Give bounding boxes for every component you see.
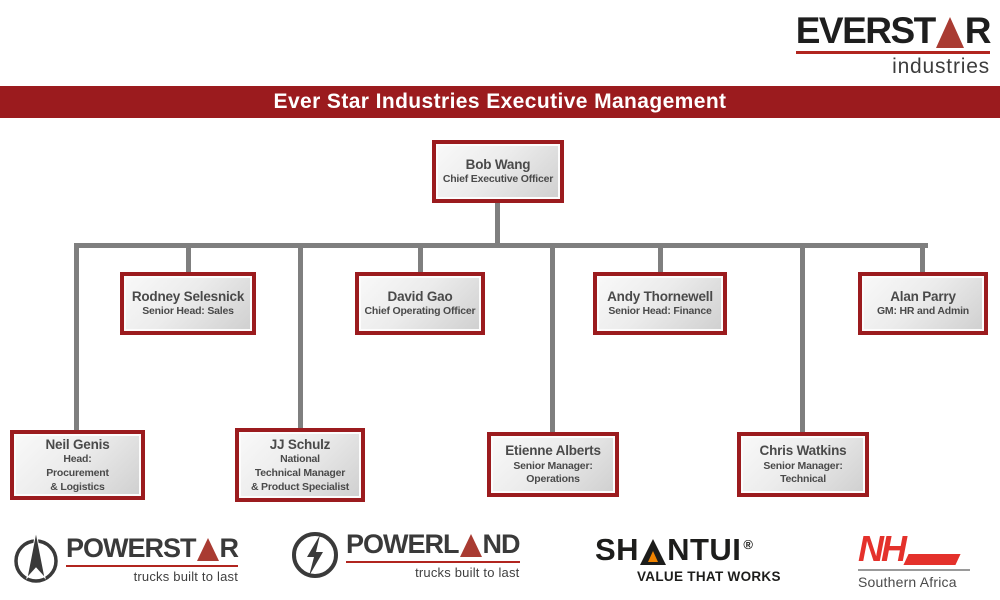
org-node-jj-schulz: JJ Schulz National Technical Manager & P… xyxy=(235,428,365,502)
nhl-divider xyxy=(858,569,970,571)
everstar-logo: EVERST R industries xyxy=(795,10,992,79)
nhl-bar-icon xyxy=(903,554,961,565)
powerland-emblem-icon xyxy=(292,532,338,578)
person-name: Bob Wang xyxy=(465,156,531,172)
person-name: Neil Genis xyxy=(45,436,110,452)
person-title: GM: HR and Admin xyxy=(876,305,970,318)
person-name: Etienne Alberts xyxy=(505,443,601,459)
shantui-word-post: NTUI xyxy=(667,532,742,567)
connector-ceo-riser xyxy=(495,203,500,243)
page-title: Ever Star Industries Executive Managemen… xyxy=(273,90,727,113)
powerland-tagline: trucks built to last xyxy=(415,564,520,580)
triangle-a-icon xyxy=(196,537,219,561)
connector-drop-david xyxy=(418,248,423,272)
person-title: Head: Procurement & Logistics xyxy=(46,453,109,493)
shantui-triangle-a-icon xyxy=(640,539,667,565)
powerstar-emblem-icon xyxy=(14,531,58,583)
connector-drop-etienne xyxy=(550,248,555,432)
org-node-andy-thornewell: Andy Thornewell Senior Head: Finance xyxy=(593,272,727,335)
everstar-word-pre: EVERST xyxy=(795,10,937,51)
connector-drop-neil xyxy=(74,248,79,430)
everstar-subtitle: industries xyxy=(892,55,990,78)
person-name: David Gao xyxy=(387,288,453,304)
person-name: JJ Schulz xyxy=(269,436,331,452)
everstar-word-post: R xyxy=(964,10,992,51)
connector-drop-chris xyxy=(800,248,805,432)
person-name: Andy Thornewell xyxy=(607,288,713,304)
org-node-neil-genis: Neil Genis Head: Procurement & Logistics xyxy=(10,430,145,500)
connector-drop-alan xyxy=(920,248,925,272)
org-node-alan-parry: Alan Parry GM: HR and Admin xyxy=(858,272,988,335)
org-node-ceo: Bob Wang Chief Executive Officer xyxy=(432,140,564,203)
person-title: Senior Manager: Technical xyxy=(763,459,843,486)
connector-drop-andy xyxy=(658,248,663,272)
title-banner: Ever Star Industries Executive Managemen… xyxy=(0,86,1000,118)
person-name: Alan Parry xyxy=(890,288,956,304)
powerstar-tagline: trucks built to last xyxy=(133,568,239,584)
connector-horizontal-bar xyxy=(74,243,928,248)
nhl-logo: NH Southern Africa xyxy=(858,528,970,590)
triangle-a-icon xyxy=(935,17,964,48)
nhl-letters: NH xyxy=(858,527,907,569)
shantui-tagline: VALUE THAT WORKS xyxy=(637,569,781,584)
person-title: Senior Manager: Operations xyxy=(513,459,593,486)
triangle-a-icon xyxy=(459,533,482,557)
powerland-word-post: ND xyxy=(482,528,521,559)
person-title: Chief Executive Officer xyxy=(442,173,554,186)
powerland-logo: POWERL ND trucks built to last xyxy=(290,528,521,582)
powerland-underline xyxy=(346,560,520,563)
everstar-wordmark: EVERST R xyxy=(795,10,992,54)
shantui-word-pre: SH xyxy=(595,532,640,567)
powerland-word-pre: POWERL xyxy=(346,528,459,559)
shantui-logo: SH NTUI ® VALUE THAT WORKS xyxy=(595,534,781,584)
connector-drop-jj xyxy=(298,248,303,428)
shantui-orange-triangle-icon xyxy=(648,551,659,562)
person-name: Rodney Selesnick xyxy=(131,288,245,304)
person-title: National Technical Manager & Product Spe… xyxy=(250,453,350,493)
org-node-etienne-alberts: Etienne Alberts Senior Manager: Operatio… xyxy=(487,432,619,497)
person-title: Senior Head: Sales xyxy=(142,305,234,318)
powerstar-logo: POWERST R trucks built to last xyxy=(12,528,239,590)
person-title: Chief Operating Officer xyxy=(364,305,476,318)
powerstar-word-pre: POWERST xyxy=(66,532,197,563)
person-title: Senior Head: Finance xyxy=(608,305,712,318)
org-node-david-gao: David Gao Chief Operating Officer xyxy=(355,272,485,335)
registered-mark: ® xyxy=(743,537,754,552)
org-node-rodney-selesnick: Rodney Selesnick Senior Head: Sales xyxy=(120,272,256,335)
org-node-chris-watkins: Chris Watkins Senior Manager: Technical xyxy=(737,432,869,497)
powerstar-underline xyxy=(66,564,239,567)
nhl-region-label: Southern Africa xyxy=(858,574,957,590)
powerstar-word-post: R xyxy=(219,532,239,563)
everstar-underline xyxy=(795,51,990,54)
connector-drop-rodney xyxy=(186,248,191,272)
person-name: Chris Watkins xyxy=(759,443,847,459)
